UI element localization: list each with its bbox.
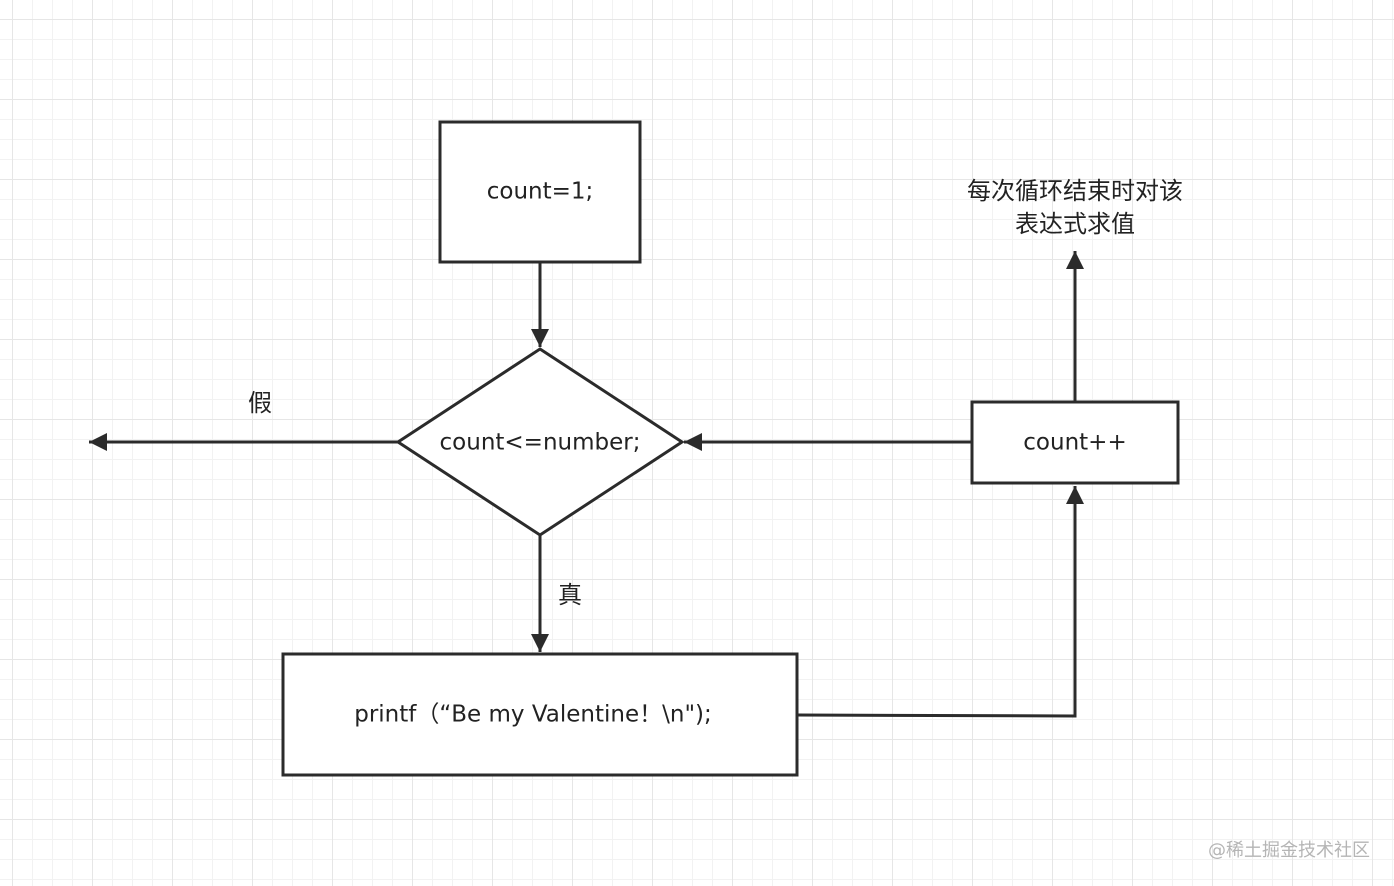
init-box	[438, 120, 642, 264]
arrow-body-to-update	[796, 486, 1084, 718]
false-branch-label: 假	[248, 389, 272, 417]
true-branch-label: 真	[558, 581, 582, 609]
annotation-line-1: 每次循环结束时对该	[967, 177, 1183, 205]
init-label: count=1;	[486, 178, 594, 205]
annotation-line-2: 表达式求值	[1015, 210, 1135, 238]
body-label: printf（“Be my Valentine！\n");	[354, 701, 712, 728]
condition-label: count<=number;	[439, 429, 641, 456]
body-box	[281, 652, 799, 777]
watermark: @稀土掘金技术社区	[1208, 840, 1370, 861]
update-box	[970, 400, 1180, 485]
update-label: count++	[1023, 429, 1127, 456]
update-annotation: 每次循环结束时对该 表达式求值	[967, 175, 1183, 241]
